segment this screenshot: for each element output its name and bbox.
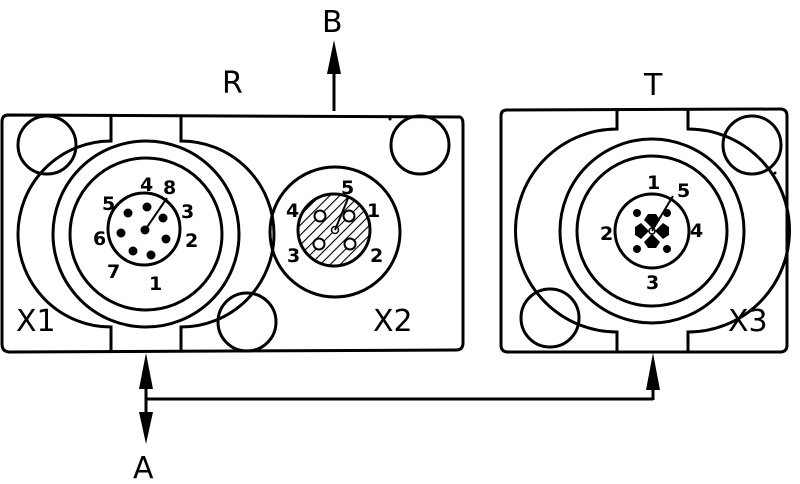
x2-pin-4: 4 — [286, 200, 299, 222]
x3-pin-2: 2 — [600, 223, 613, 245]
x3-pin-4: 4 — [690, 220, 703, 242]
arrow-b — [327, 40, 341, 111]
mounting-hole — [721, 114, 783, 176]
x2-pin-1: 1 — [367, 200, 380, 222]
x2-pin5-leader — [334, 195, 350, 231]
label-b: B — [322, 5, 343, 40]
x1-pin-face — [106, 191, 182, 267]
x3-pin-face — [613, 192, 691, 270]
housing-r — [0, 113, 465, 354]
mounting-hole — [389, 114, 451, 176]
x3-pin-3: 3 — [646, 272, 659, 294]
x1-recess-left — [16, 116, 113, 352]
x2-pin-2: 2 — [370, 245, 383, 267]
x3-pin-pattern — [633, 209, 671, 253]
marker-dot — [773, 171, 777, 175]
x1-pin-4: 4 — [140, 174, 153, 196]
arrow-t — [646, 353, 660, 400]
mounting-hole — [16, 114, 78, 176]
x1-inner-ring — [68, 156, 224, 312]
x3-recess-left — [514, 110, 619, 352]
x1-pin-dots — [116, 202, 171, 260]
x3-pin-5: 5 — [677, 180, 690, 202]
x1-pin-1: 1 — [149, 273, 162, 295]
marker-dot — [388, 117, 392, 121]
label-a: A — [133, 451, 154, 479]
housing-t-outline — [499, 107, 789, 354]
x1-pin-2: 2 — [185, 230, 198, 252]
label-x2: X2 — [373, 304, 413, 339]
label-t: T — [643, 68, 663, 103]
housing-r-outline — [0, 113, 465, 354]
mounting-hole — [519, 287, 581, 349]
x2-outer-ring — [268, 165, 402, 299]
x3-recess-right — [686, 110, 791, 352]
label-x1: X1 — [16, 304, 56, 339]
connector-x2: 1 2 3 4 5 — [268, 165, 402, 299]
label-r: R — [222, 66, 243, 101]
mounting-hole — [216, 291, 278, 353]
x1-pin-6: 6 — [93, 228, 106, 250]
x2-pin-5: 5 — [341, 177, 354, 199]
x1-pin-5: 5 — [102, 193, 115, 215]
x1-pin8-leader — [144, 197, 168, 231]
x1-pin-3: 3 — [181, 201, 194, 223]
x3-pin-1: 1 — [647, 172, 660, 194]
x1-pin-8: 8 — [163, 177, 176, 199]
x2-pin-3: 3 — [287, 245, 300, 267]
x2-pin-holes — [312, 209, 357, 251]
connector-x3: 1 2 3 4 5 — [558, 137, 746, 325]
x3-pin5-leader — [651, 195, 674, 232]
x3-outer-ring — [558, 137, 746, 325]
x1-outer-ring — [51, 139, 241, 329]
housing-t — [499, 107, 791, 354]
arrow-a — [139, 353, 653, 444]
connector-x1: 1 2 3 4 5 6 7 8 — [51, 139, 241, 329]
x3-inner-ring — [575, 154, 729, 308]
x1-pin-7: 7 — [107, 261, 120, 283]
label-x3: X3 — [728, 304, 768, 339]
